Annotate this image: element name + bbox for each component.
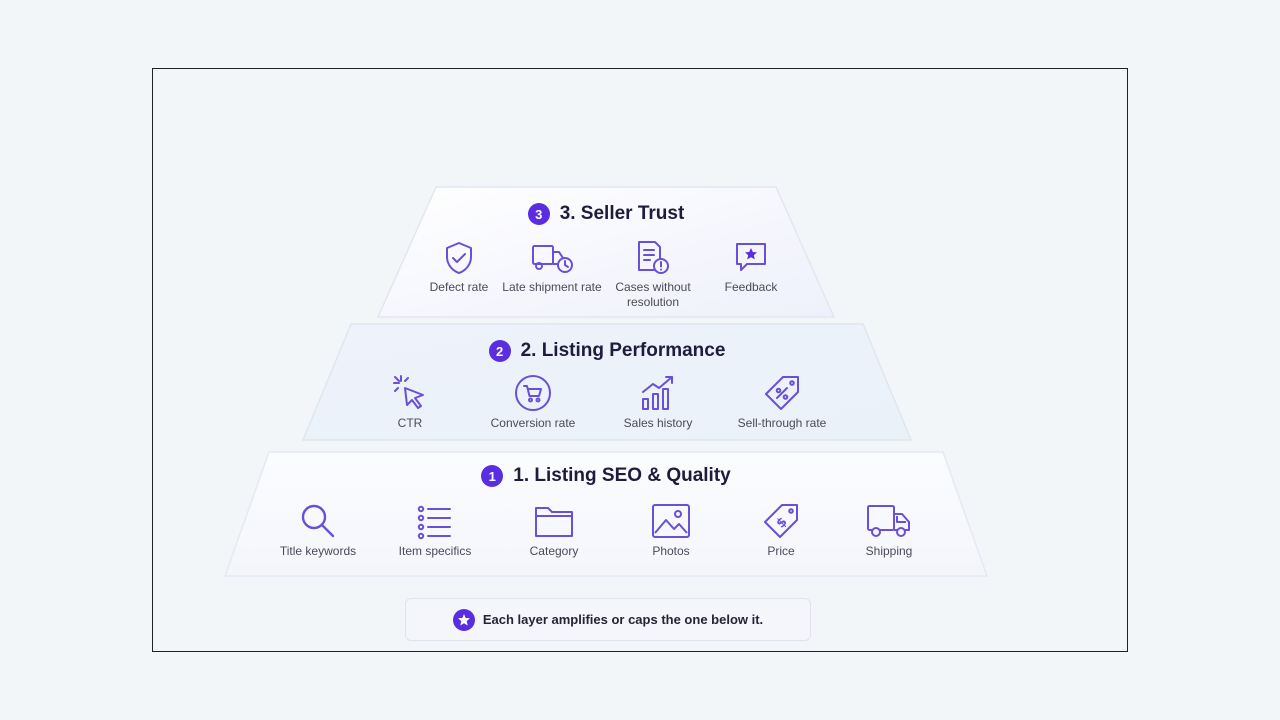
folder-icon (535, 507, 573, 537)
item-sell-through-rate: Sell-through rate (727, 374, 837, 431)
tier-listing-performance: 2 2. Listing Performance CTR Conversion … (301, 322, 913, 442)
truck-clock-icon (532, 245, 573, 273)
list-icon (417, 505, 451, 540)
pyramid-diagram: 3 3. Seller Trust Defect rate Late shipm… (152, 68, 1128, 652)
tier-title: 1 1. Listing SEO & Quality (223, 465, 989, 487)
item-defect-rate: Defect rate (404, 240, 514, 295)
tier-seller-trust: 3 3. Seller Trust Defect rate Late shipm… (376, 185, 836, 319)
tier-number-badge: 1 (481, 465, 504, 487)
truck-icon (867, 505, 910, 537)
footnote-callout: Each layer amplifies or caps the one bel… (405, 598, 811, 641)
tier-number-badge: 2 (488, 340, 511, 362)
tier-title-text: 2. Listing Performance (520, 340, 726, 361)
item-cases-without-resolution: Cases without resolution (598, 240, 708, 310)
item-title-keywords: Title keywords (263, 502, 373, 559)
item-item-specifics: Item specifics (380, 502, 490, 559)
tier-title-text: 3. Seller Trust (559, 203, 685, 224)
image-icon (652, 504, 690, 538)
item-feedback: Feedback (696, 240, 806, 295)
item-category: Category (499, 502, 609, 559)
tier-title-text: 1. Listing SEO & Quality (513, 465, 731, 486)
item-ctr: CTR (355, 374, 465, 431)
percent-tag-icon (765, 376, 799, 410)
cursor-click-icon (393, 375, 424, 409)
shield-check-icon (446, 242, 472, 274)
bar-chart-trend-icon (642, 376, 673, 410)
footnote-text: Each layer amplifies or caps the one bel… (482, 612, 764, 627)
item-conversion-rate: Conversion rate (478, 374, 588, 431)
chat-star-icon (736, 243, 766, 271)
item-sales-history: Sales history (603, 374, 713, 431)
price-tag-icon: $ (764, 504, 798, 538)
tier-number-badge: 3 (527, 203, 550, 225)
item-photos: Photos (616, 502, 726, 559)
document-alert-icon (638, 241, 669, 274)
star-icon (452, 608, 475, 631)
tier-listing-seo-quality: 1 1. Listing SEO & Quality Title keyword… (223, 450, 989, 578)
item-late-shipment-rate: Late shipment rate (497, 240, 607, 295)
tier-title: 2 2. Listing Performance (301, 340, 913, 362)
search-icon (301, 504, 335, 538)
item-price: $ Price (726, 502, 836, 559)
tier-title: 3 3. Seller Trust (376, 203, 836, 225)
cart-circle-icon (515, 375, 551, 411)
item-shipping: Shipping (834, 502, 944, 559)
